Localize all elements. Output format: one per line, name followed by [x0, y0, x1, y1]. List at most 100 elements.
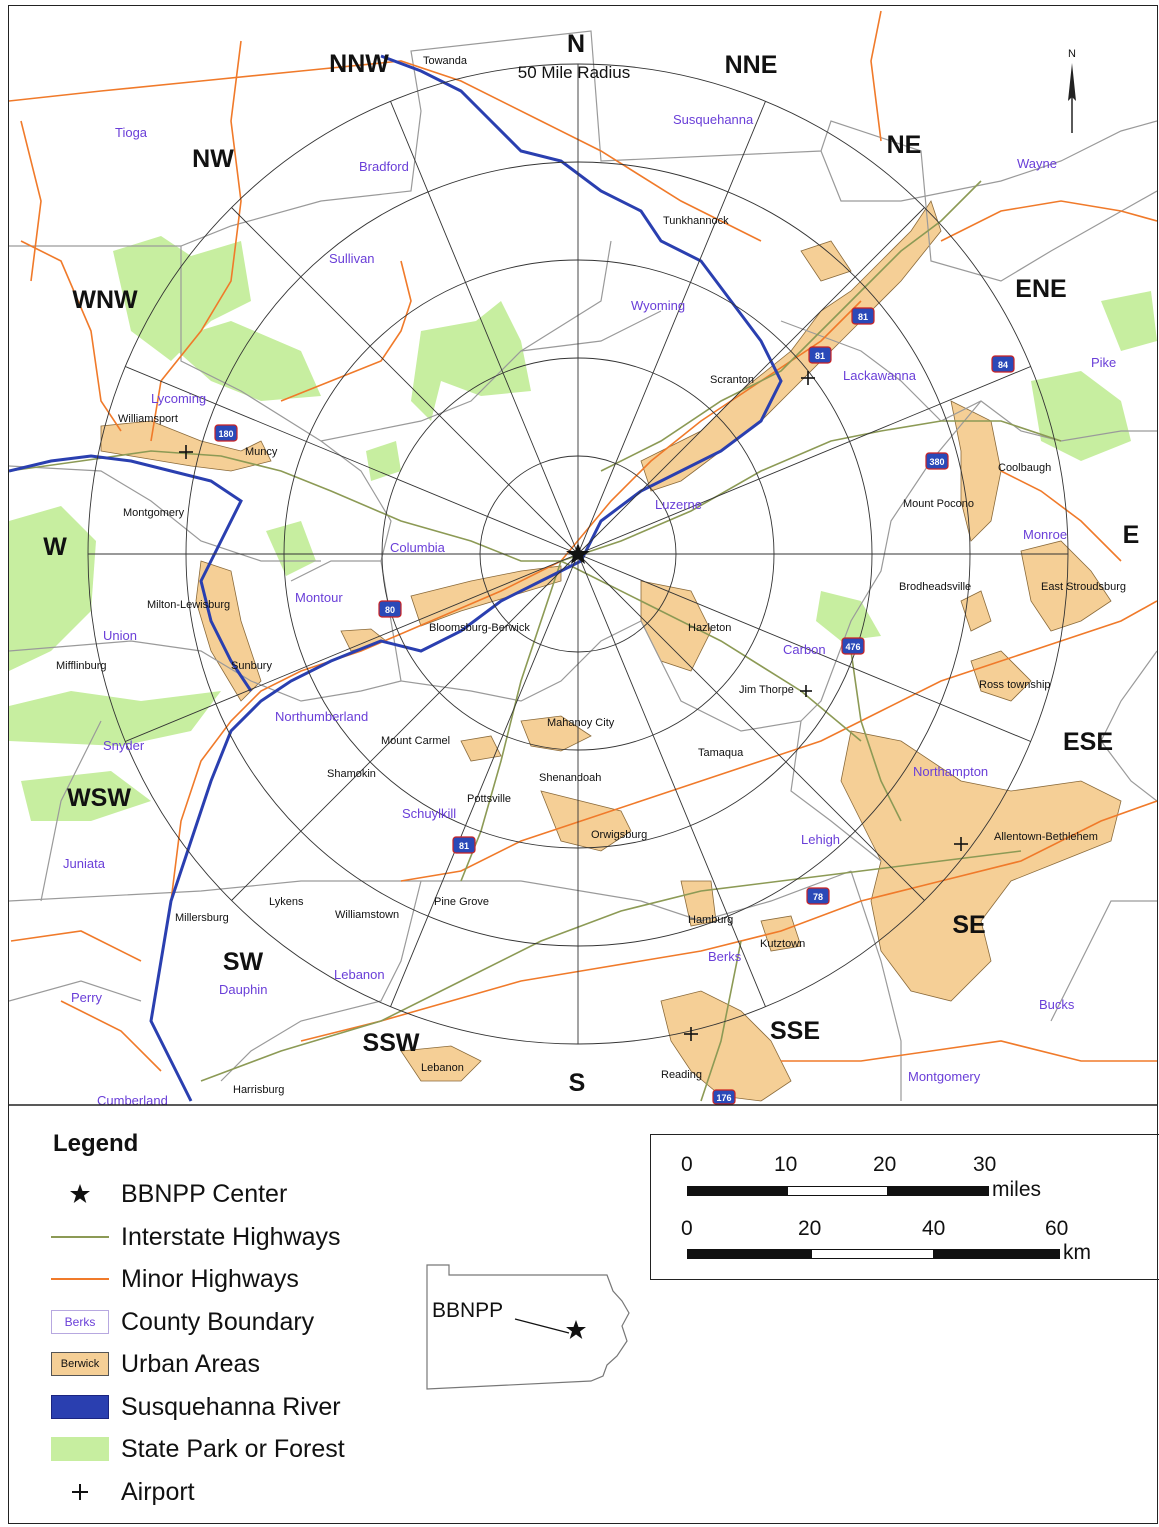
interstate-line-icon — [49, 1222, 111, 1252]
county-label: Berks — [708, 949, 742, 964]
scale-bar: 0 10 20 30 miles 0 20 40 60 km — [650, 1134, 1159, 1280]
county-label: Monroe — [1023, 527, 1067, 542]
interstate-shield: 81 — [851, 307, 875, 325]
sector-label: S — [569, 1069, 586, 1097]
svg-text:81: 81 — [858, 312, 868, 322]
interstate-shield: 180 — [214, 424, 238, 442]
star-icon — [49, 1179, 111, 1209]
map-frame: 180 81 81 84 380 80 476 81 78 176 N 50 M… — [8, 5, 1159, 1524]
city-label: Harrisburg — [233, 1084, 284, 1096]
scale-tick-label: 40 — [922, 1217, 946, 1240]
county-label: Luzerne — [655, 497, 702, 512]
city-label: Allentown-Bethlehem — [994, 831, 1098, 843]
legend-label: State Park or Forest — [121, 1434, 345, 1463]
sector-label: N — [567, 30, 585, 58]
city-label: Williamstown — [335, 909, 399, 921]
county-label: Montgomery — [908, 1069, 981, 1084]
city-label: Pine Grove — [434, 896, 489, 908]
legend-label: Airport — [121, 1477, 195, 1506]
urban-areas — [100, 200, 1122, 1102]
county-labels: Tioga Bradford Susquehanna Wayne Sulliva… — [63, 112, 1116, 1106]
sector-label: SW — [223, 948, 264, 976]
airport-icon — [49, 1477, 111, 1507]
inset-label: BBNPP — [432, 1299, 503, 1322]
sector-label: W — [43, 533, 67, 561]
svg-text:81: 81 — [815, 351, 825, 361]
city-label: Montgomery — [123, 507, 185, 519]
legend-label: Susquehanna River — [121, 1392, 341, 1421]
county-boundary-swatch: Berks — [51, 1310, 109, 1334]
city-label: Kutztown — [760, 938, 805, 950]
county-label: Sullivan — [329, 251, 375, 266]
city-label: Ross township — [979, 679, 1051, 691]
airport-icon — [179, 445, 193, 459]
north-arrow-icon: N — [1068, 48, 1076, 133]
urban-area-swatch: Berwick — [51, 1352, 109, 1376]
interstate-shields: 180 81 81 84 380 80 476 81 78 176 — [214, 307, 1015, 1105]
scale-tick-label: 10 — [774, 1153, 798, 1176]
legend-label: County Boundary — [121, 1307, 315, 1336]
county-label: Union — [103, 628, 137, 643]
sector-label: WNW — [72, 286, 138, 314]
city-label: Shamokin — [327, 768, 376, 780]
minor-highway-line-icon — [49, 1264, 111, 1294]
city-label: Sunbury — [231, 660, 272, 672]
city-label: Mount Carmel — [381, 735, 450, 747]
city-label: Pottsville — [467, 793, 511, 805]
city-label: Lebanon — [421, 1062, 464, 1074]
sector-label: E — [1123, 521, 1140, 549]
inset-star-icon — [566, 1320, 586, 1339]
legend-label: BBNPP Center — [121, 1179, 288, 1208]
sector-label: NNE — [725, 51, 778, 79]
river-swatch — [51, 1395, 109, 1419]
legend-item-center: BBNPP Center — [49, 1177, 287, 1211]
radius-label: 50 Mile Radius — [518, 63, 630, 82]
susquehanna-river — [9, 54, 783, 1102]
legend-label: Minor Highways — [121, 1264, 299, 1293]
county-boundaries — [9, 30, 1157, 1101]
sector-label: SSW — [363, 1029, 420, 1057]
airport-icon — [801, 371, 815, 385]
interstate-shield: 78 — [806, 887, 830, 905]
scale-unit-label: km — [1063, 1241, 1091, 1264]
scale-tick-label: 0 — [681, 1217, 693, 1240]
county-label: Wayne — [1017, 156, 1057, 171]
city-label: Mifflinburg — [56, 660, 107, 672]
city-label: Millersburg — [175, 912, 229, 924]
bbnpp-center-star-icon — [566, 543, 590, 564]
scale-tick-label: 60 — [1045, 1217, 1069, 1240]
city-label: Scranton — [710, 374, 754, 386]
county-label: Cumberland — [97, 1093, 168, 1106]
county-label: Northampton — [913, 764, 988, 779]
airport-icon — [800, 685, 812, 697]
county-label: Columbia — [390, 540, 446, 555]
county-label: Montour — [295, 590, 343, 605]
svg-text:80: 80 — [385, 605, 395, 615]
city-labels: Towanda Tunkhannock Scranton Williamspor… — [56, 55, 1126, 1096]
interstate-highways — [9, 180, 1062, 1102]
sector-label: WSW — [67, 784, 131, 812]
legend-title: Legend — [53, 1130, 139, 1157]
city-label: Jim Thorpe — [739, 684, 794, 696]
city-label: Lykens — [269, 896, 304, 908]
legend-item-state-park: State Park or Forest — [49, 1432, 345, 1466]
airport-icon — [954, 837, 968, 851]
scale-tick-label: 0 — [681, 1153, 693, 1176]
county-label: Perry — [71, 990, 103, 1005]
county-label: Tioga — [115, 125, 148, 140]
sector-label: SSE — [770, 1017, 820, 1045]
city-label: Hazleton — [688, 622, 731, 634]
interstate-shield: 84 — [991, 355, 1015, 373]
city-label: Brodheadsville — [899, 581, 971, 593]
city-label: Shenandoah — [539, 772, 601, 784]
airport-icon — [684, 1027, 698, 1041]
scale-tick-label: 20 — [798, 1217, 822, 1240]
sector-labels: N NNE NE ENE E ESE SE SSE S SSW SW WSW W… — [43, 30, 1139, 1097]
sector-label: NE — [887, 131, 922, 159]
map-canvas: 180 81 81 84 380 80 476 81 78 176 N 50 M… — [9, 6, 1157, 1106]
sector-label: ENE — [1015, 275, 1066, 303]
state-park-swatch — [51, 1437, 109, 1461]
legend-item-interstate: Interstate Highways — [49, 1220, 341, 1254]
county-label: Juniata — [63, 856, 106, 871]
county-label: Northumberland — [275, 709, 368, 724]
